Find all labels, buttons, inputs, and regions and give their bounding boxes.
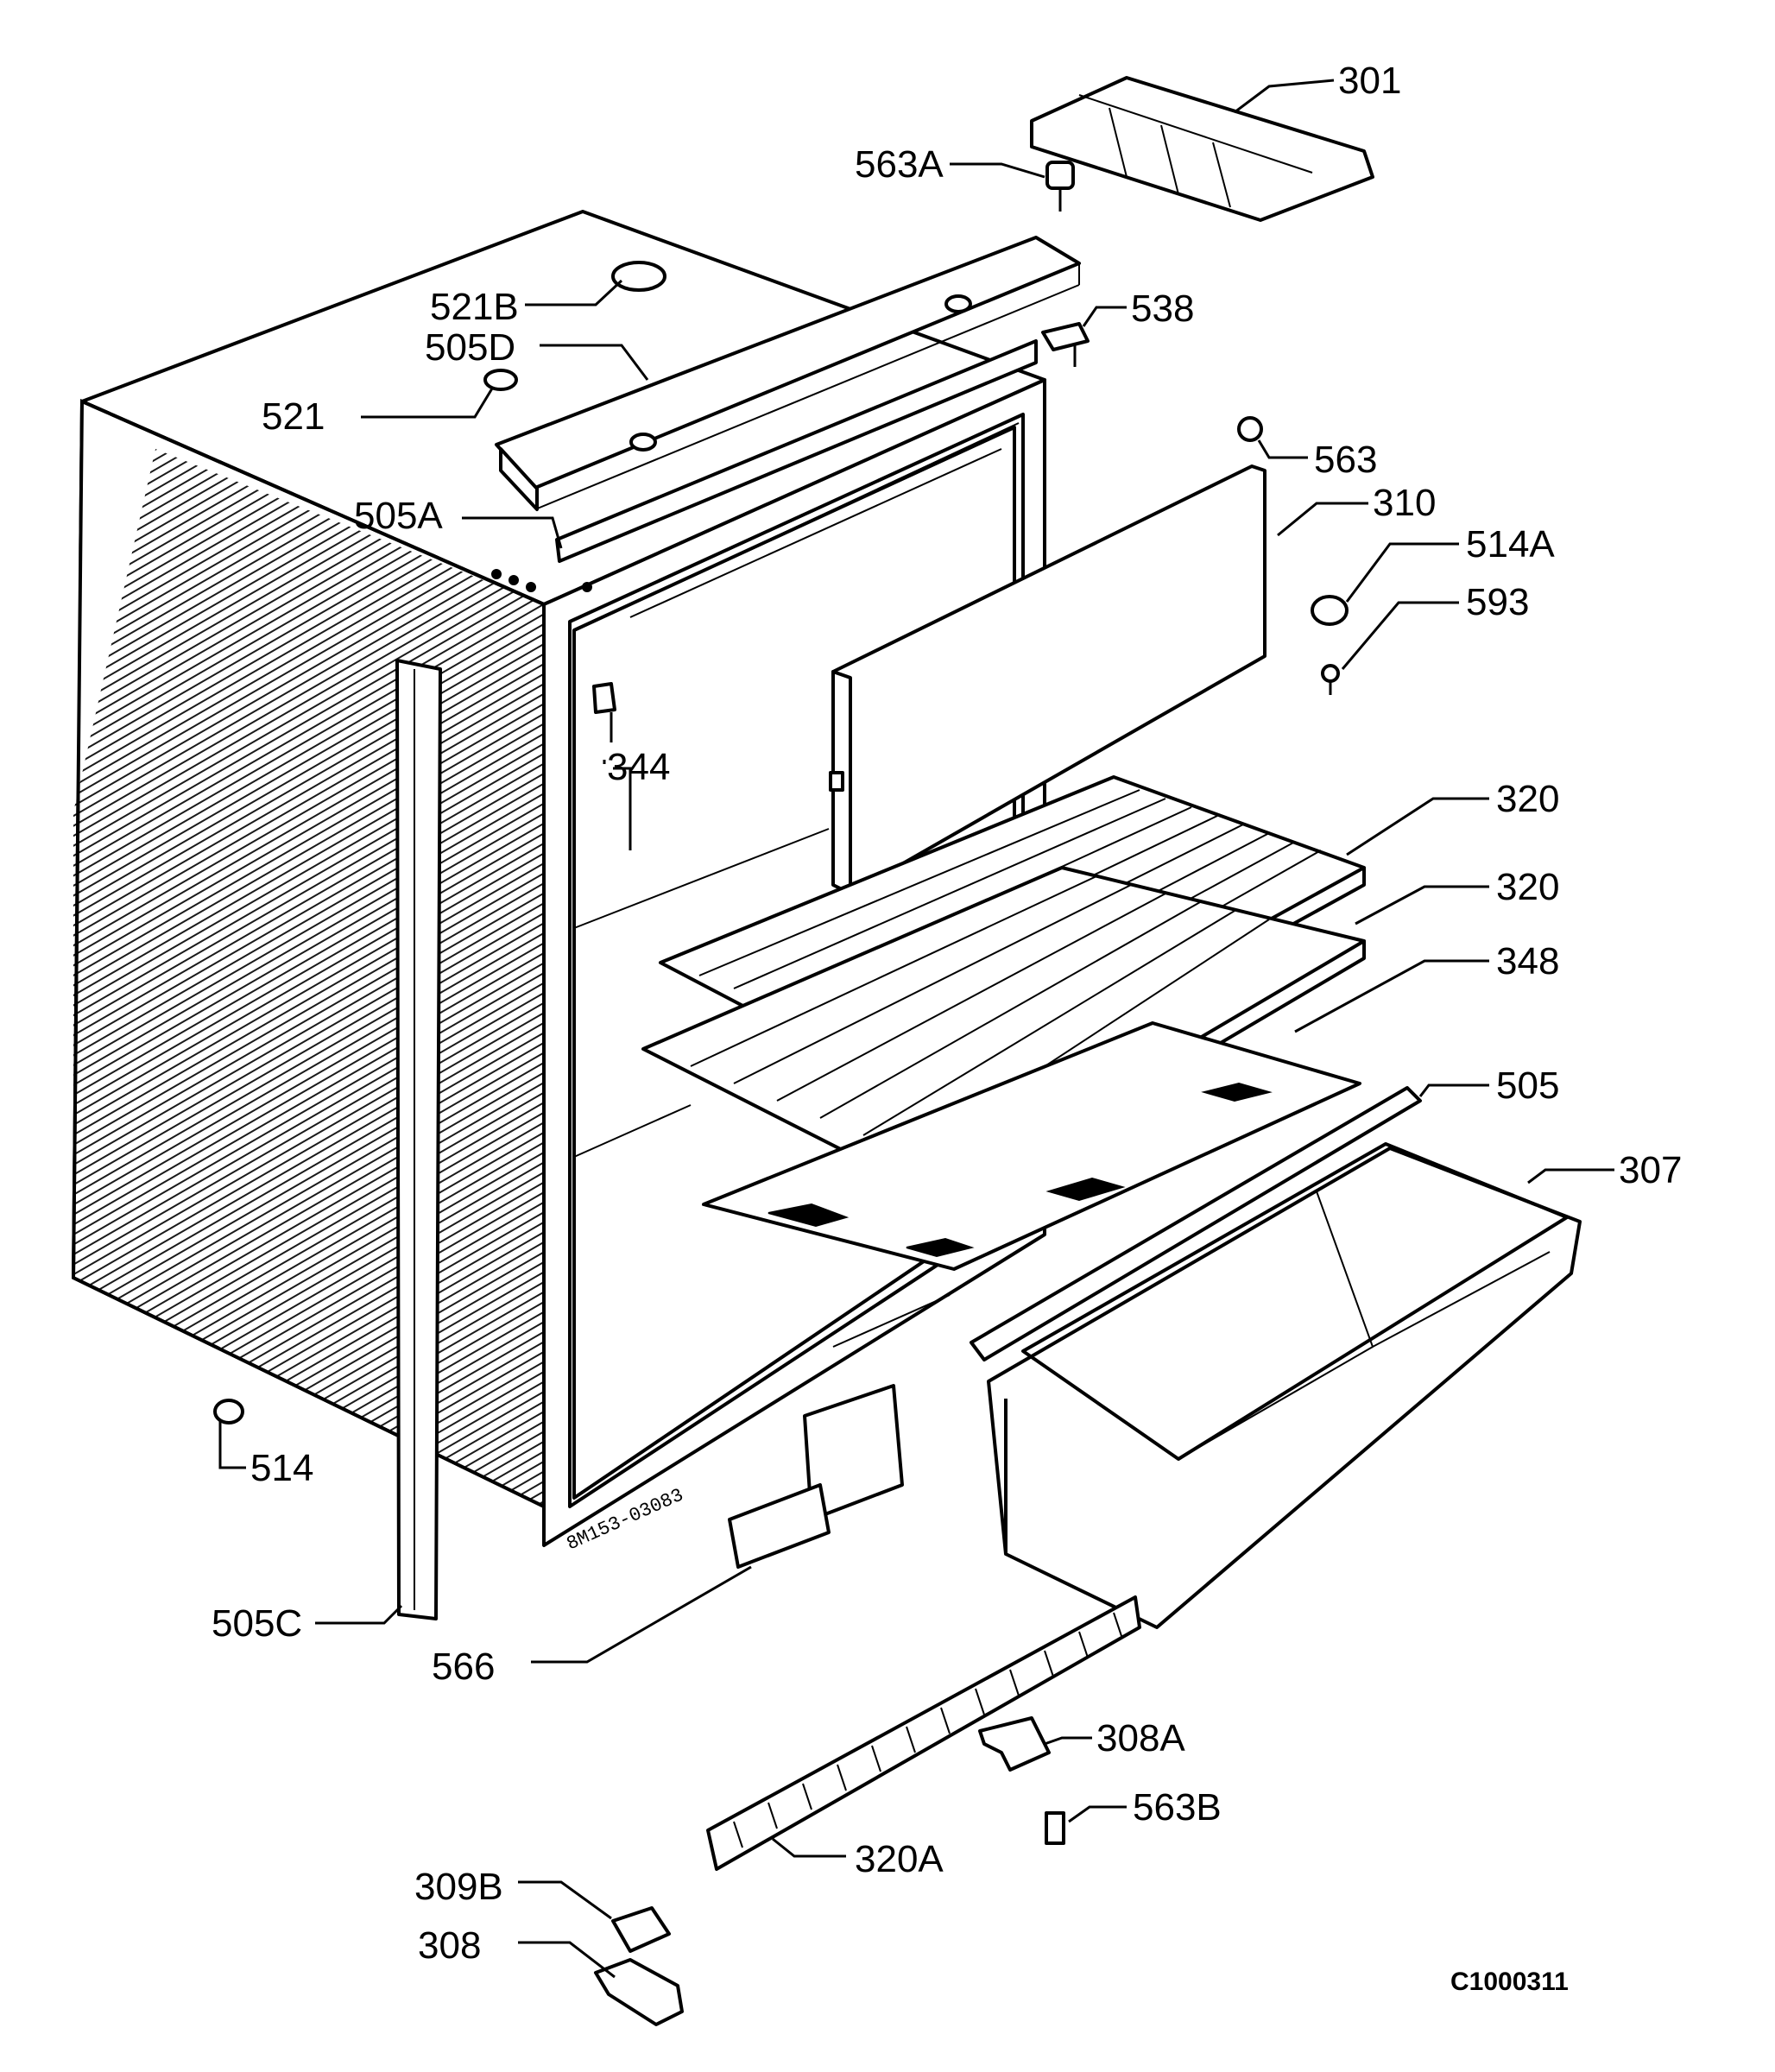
screw-563a (1045, 161, 1075, 190)
label-301: 301 (1338, 60, 1401, 102)
label-320-lower: 320 (1496, 866, 1559, 908)
label-521: 521 (262, 395, 325, 438)
label-521b: 521B (430, 286, 519, 328)
label-309b: 309B (414, 1866, 503, 1908)
label-320-upper: 320 (1496, 778, 1559, 820)
evaporator-panel-310 (829, 464, 1267, 895)
label-320a: 320A (855, 1838, 944, 1880)
label-593: 593 (1466, 581, 1529, 623)
label-505a: 505A (354, 495, 443, 537)
label-505c: 505C (212, 1602, 302, 1645)
label-563: 563 (1314, 439, 1377, 481)
leader-lines (218, 79, 1614, 1979)
nut-563 (1237, 416, 1263, 442)
screw-563b (1045, 1811, 1065, 1845)
label-514: 514 (250, 1447, 313, 1489)
label-566: 566 (432, 1646, 495, 1688)
label-563b: 563B (1133, 1786, 1222, 1829)
foot-514a (1311, 595, 1349, 626)
foot-514 (213, 1399, 244, 1424)
screw-593 (1321, 664, 1340, 683)
clip-344 (592, 682, 616, 714)
hardware-parts (213, 161, 1349, 2026)
drawing-code: C1000311 (1450, 1968, 1569, 1996)
bracket-308a (978, 1716, 1051, 1772)
label-310: 310 (1373, 482, 1436, 524)
glass-shelf-348 (702, 1021, 1361, 1271)
label-308a: 308A (1096, 1717, 1185, 1759)
bracket-538 (1041, 322, 1090, 351)
label-563a: 563A (855, 143, 944, 186)
label-505: 505 (1496, 1064, 1559, 1107)
label-505d: 505D (425, 326, 515, 369)
label-348: 348 (1496, 940, 1559, 982)
shelf-trim-505 (970, 1086, 1422, 1361)
hinge-566 (803, 1384, 904, 1521)
label-538: 538 (1131, 287, 1194, 330)
bracket-308 (594, 1958, 684, 2026)
trim-strip-505a (555, 339, 1038, 563)
cap-521 (483, 369, 518, 391)
crisper-drawer-307 (987, 1142, 1582, 1629)
top-rail-505d (495, 236, 1081, 511)
ventilation-grille-320a (706, 1595, 1141, 1871)
label-514a: 514A (1466, 523, 1555, 565)
label-344: 344 (607, 746, 670, 788)
door-seal-strip-505c (395, 659, 442, 1620)
cap-521b (611, 261, 666, 292)
block-309b (611, 1906, 671, 1953)
ice-cube-tray-301 (1030, 76, 1374, 222)
label-307: 307 (1619, 1149, 1682, 1191)
label-308: 308 (418, 1924, 481, 1967)
